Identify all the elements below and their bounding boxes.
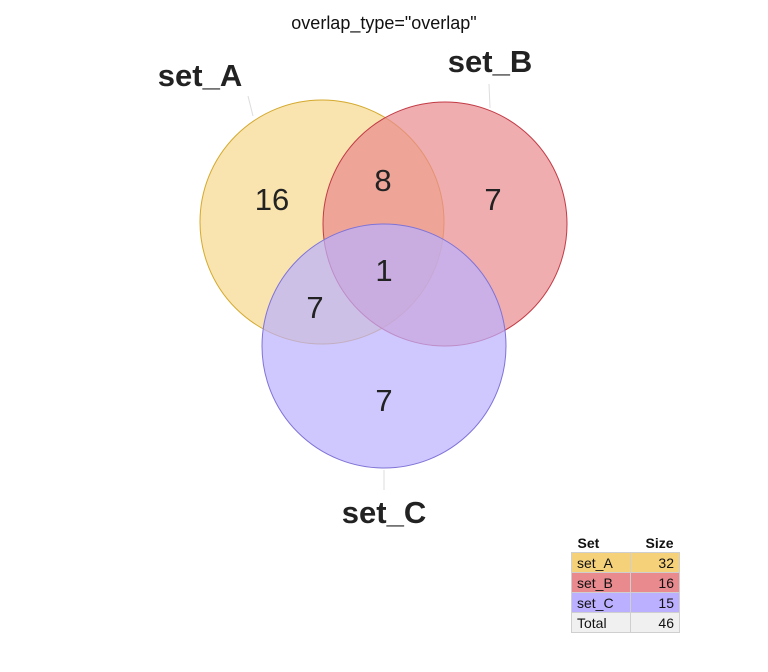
table-cell-set-name: set_C xyxy=(571,592,631,613)
diagram-title: overlap_type="overlap" xyxy=(291,13,476,34)
set-c-label: set_C xyxy=(342,495,426,530)
table-cell-total-size: 46 xyxy=(630,612,680,633)
table-header-set: Set xyxy=(577,535,600,551)
table-header-row: Set Size xyxy=(572,533,680,553)
set-b-leader-line xyxy=(488,83,491,109)
table-row: set_A 32 xyxy=(571,552,680,573)
region-b-only-count: 7 xyxy=(484,182,501,217)
region-c-only-count: 7 xyxy=(375,383,392,418)
set-b-label: set_B xyxy=(448,44,532,79)
set-size-table: Set Size set_A 32 set_B 16 set_C 15 Tota… xyxy=(571,533,680,633)
region-a-only-count: 16 xyxy=(255,182,289,217)
table-cell-set-name: set_A xyxy=(571,552,631,573)
table-cell-total-label: Total xyxy=(571,612,631,633)
region-abc-count: 1 xyxy=(375,253,392,288)
table-cell-set-name: set_B xyxy=(571,572,631,593)
table-cell-size: 16 xyxy=(630,572,680,593)
set-a-label: set_A xyxy=(158,58,242,93)
table-row: Total 46 xyxy=(571,612,680,633)
table-cell-size: 32 xyxy=(630,552,680,573)
table-cell-size: 15 xyxy=(630,592,680,613)
set-a-leader-line xyxy=(247,95,254,117)
table-header-size: Size xyxy=(645,535,674,551)
table-row: set_C 15 xyxy=(571,592,680,613)
region-ac-count: 7 xyxy=(306,290,323,325)
region-ab-count: 8 xyxy=(374,163,391,198)
table-row: set_B 16 xyxy=(571,572,680,593)
set-c-circle xyxy=(261,223,507,469)
